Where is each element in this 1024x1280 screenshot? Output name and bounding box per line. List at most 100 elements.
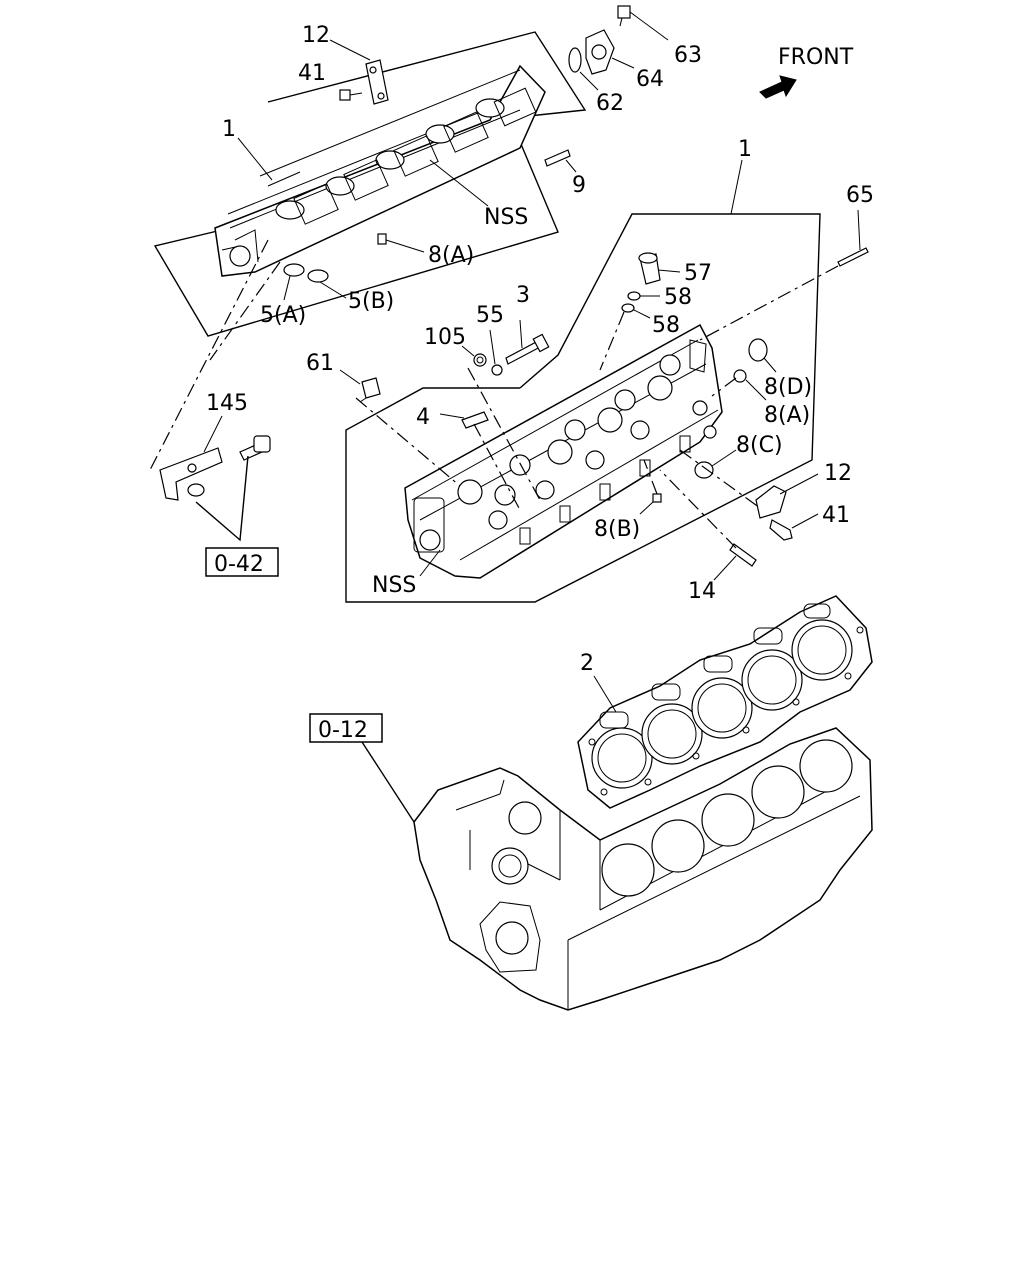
plug-8a-part [733, 369, 747, 383]
label-plug-8d: 8(D) [764, 375, 812, 400]
leader-oring-58-lower [633, 309, 651, 319]
leader-washer-55 [489, 329, 496, 365]
label-plug-8b: 8(B) [594, 517, 640, 542]
centerline-plug-8b [643, 459, 658, 495]
main-head-box-outline [345, 213, 821, 603]
leader-plug-8d [763, 357, 777, 373]
label-main-nss: NSS [372, 573, 416, 598]
label-bracket-145: 145 [206, 391, 248, 416]
sleeve-57-part [638, 252, 661, 285]
centerline-hanger-12 [679, 449, 761, 509]
main-cylinder-head [404, 323, 723, 579]
oring-58-lower-part [621, 303, 635, 313]
centerline-plug-8a [711, 377, 737, 397]
centerline-top-to-bracket [149, 239, 269, 471]
centerline-sensor-61 [355, 397, 461, 487]
label-seal-105: 105 [424, 325, 466, 350]
washer-55-part [491, 364, 503, 376]
label-stud-65: 65 [846, 183, 874, 208]
label-oring-58-upper: 58 [664, 285, 692, 310]
seal-105-part [473, 353, 487, 367]
label-plug-8a: 8(A) [764, 403, 810, 428]
front-label: FRONT [778, 45, 854, 70]
leader-bolt-3 [519, 319, 523, 349]
hanger-bolt-41-part [769, 519, 793, 541]
label-sleeve-57: 57 [684, 261, 712, 286]
leader-hanger-bolt-41 [791, 513, 819, 529]
leader-stud-14 [713, 555, 737, 581]
centerline-top-plugs [209, 261, 281, 361]
label-top-nss: NSS [484, 205, 528, 230]
seal-62-part [568, 47, 582, 73]
label-top-bolt-41: 41 [298, 61, 326, 86]
label-stud-14: 14 [688, 579, 716, 604]
leader-top-bracket-12 [329, 39, 371, 61]
leader-bracket-145 [203, 415, 223, 453]
leader-hanger-12 [779, 473, 819, 495]
leader-plug-8a [745, 379, 767, 401]
bracket-145-part [159, 447, 223, 501]
top-head-box-outline [153, 31, 587, 337]
leader-main-nss [419, 549, 441, 577]
ref-box-0-12 [309, 713, 383, 743]
label-bolt-63: 63 [674, 43, 702, 68]
bolt-63-part [617, 5, 631, 27]
leader-main-head-1 [730, 159, 743, 215]
leader-pin-4 [439, 413, 465, 419]
leader-ref-0-12 [361, 741, 415, 823]
label-plate-64: 64 [636, 67, 664, 92]
top-bracket-12-part [365, 59, 389, 105]
label-washer-55: 55 [476, 303, 504, 328]
centerline-stud-14 [659, 469, 737, 549]
label-plug-5a: 5(A) [260, 303, 306, 328]
front-arrow-icon [759, 75, 797, 99]
label-ref-0-42: 0-42 [214, 552, 264, 577]
ref-box-0-42 [205, 547, 279, 577]
label-top-bracket-12: 12 [302, 23, 330, 48]
plug-5a-part [283, 263, 305, 277]
pin-4-part [461, 411, 489, 429]
label-oring-58-lower: 58 [652, 313, 680, 338]
label-gasket-2: 2 [580, 651, 594, 676]
label-bolt-3: 3 [516, 283, 530, 308]
sensor-61-part [359, 377, 381, 403]
bracket-bolt-part [239, 435, 271, 461]
leader-gasket-2 [593, 675, 617, 713]
hanger-12-part [755, 485, 787, 519]
label-hanger-12: 12 [824, 461, 852, 486]
plug-8b-part [652, 493, 662, 503]
plug-8c-part [694, 461, 714, 479]
label-top-head-1: 1 [222, 117, 236, 142]
label-pin-4: 4 [416, 405, 430, 430]
label-sensor-61: 61 [306, 351, 334, 376]
leader-top-head-1 [237, 137, 273, 181]
leader-seal-105 [461, 345, 475, 357]
leader-plug-5a [283, 275, 291, 301]
cylinder-block-part [413, 727, 873, 1011]
leader-plug-5b [319, 281, 347, 299]
leader-sensor-61 [339, 369, 361, 385]
leader-top-plug-8a [385, 239, 425, 253]
centerline-pin-4 [473, 423, 521, 511]
leader-stud-9 [565, 159, 577, 173]
leader-ref-0-42 [195, 455, 249, 542]
oring-58-upper-part [627, 291, 641, 301]
plug-5b-part [307, 269, 329, 283]
centerline-seal-105 [467, 367, 541, 501]
top-cylinder-head [214, 64, 546, 277]
label-seal-62: 62 [596, 91, 624, 116]
label-stud-9: 9 [572, 173, 586, 198]
head-gasket-2-part [577, 595, 873, 809]
centerline-sleeve [599, 311, 625, 371]
leader-plate-64 [611, 57, 635, 69]
cover-plate-64-part [585, 29, 615, 75]
leader-top-nss [429, 159, 489, 207]
top-bolt-41-part [339, 89, 363, 101]
label-hanger-bolt-41: 41 [822, 503, 850, 528]
plug-8d-part [748, 338, 768, 362]
label-top-plug-8a: 8(A) [428, 243, 474, 268]
leader-plug-8c [711, 449, 737, 467]
leader-plug-8b [639, 501, 654, 515]
